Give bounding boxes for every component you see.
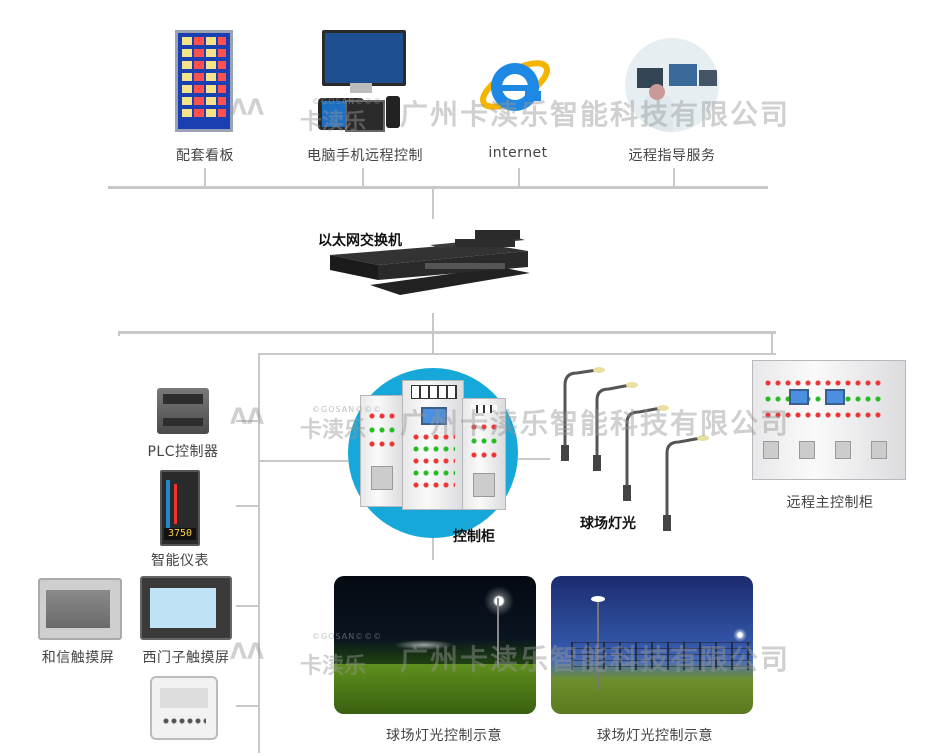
- connector: [258, 460, 348, 462]
- middle-bus-line-2: [258, 353, 776, 355]
- ethernet-switch-icon: [330, 225, 530, 300]
- cabinet-label: 控制柜: [453, 526, 495, 546]
- display-board: [175, 30, 233, 132]
- connector: [236, 605, 258, 607]
- connector: [236, 505, 258, 507]
- siemens-touchscreen-icon: [140, 576, 232, 640]
- top-bus-line: [108, 186, 768, 189]
- connector: [362, 168, 364, 186]
- watermark-brand-2: 卡渎乐: [300, 412, 366, 444]
- connector: [118, 331, 120, 336]
- watermark-small-3: ©GOSAN©©©: [312, 632, 382, 641]
- watermark-brand-3: 卡渎乐: [300, 648, 366, 680]
- service-label: 远程指导服务: [612, 145, 732, 165]
- photo1-label: 球场灯光控制示意: [374, 725, 514, 745]
- meter-label: 智能仪表: [135, 550, 225, 570]
- pc-label: 电脑手机远程控制: [300, 145, 430, 165]
- watermark-company-3: 广州卡渎乐智能科技有限公司: [400, 638, 790, 678]
- connector: [518, 458, 550, 460]
- connector: [673, 168, 675, 186]
- hexin-label: 和信触摸屏: [28, 647, 128, 667]
- phone-icon: [386, 96, 400, 128]
- monitor-stand: [350, 83, 372, 93]
- connector: [432, 313, 434, 333]
- connector: [204, 168, 206, 186]
- lights-label: 球场灯光: [580, 513, 636, 533]
- control-cabinet-center: [402, 380, 464, 510]
- connector: [771, 331, 773, 355]
- connector: [518, 168, 520, 186]
- watermark-logo-2: ΛΛ: [230, 405, 264, 430]
- siemens-label: 西门子触摸屏: [134, 647, 238, 667]
- remote-cabinet-label: 远程主控制柜: [770, 492, 890, 512]
- smart-meter-icon: 3750: [160, 470, 200, 546]
- connector: [432, 334, 434, 354]
- plc-label: PLC控制器: [138, 441, 228, 461]
- middle-bus-line: [118, 331, 776, 334]
- watermark-logo-1: ΛΛ: [230, 96, 264, 121]
- photo2-label: 球场灯光控制示意: [585, 725, 725, 745]
- watermark-brand-1: 卡渎乐: [300, 104, 366, 136]
- hexin-touchscreen-icon: [38, 578, 122, 640]
- watermark-company-2: 广州卡渎乐智能科技有限公司: [400, 402, 790, 442]
- meter-display: 3750: [164, 528, 196, 540]
- panel-controller-icon: [150, 676, 218, 740]
- connector: [236, 705, 258, 707]
- computer-monitor-icon: [322, 30, 406, 86]
- board-label: 配套看板: [160, 145, 250, 165]
- internet-label: internet: [470, 145, 566, 161]
- connector: [432, 189, 434, 219]
- plc-controller-icon: [157, 388, 209, 434]
- watermark-company-1: 广州卡渎乐智能科技有限公司: [400, 93, 790, 133]
- watermark-logo-3: ΛΛ: [230, 640, 264, 665]
- stadium-lights-icon: [555, 365, 725, 535]
